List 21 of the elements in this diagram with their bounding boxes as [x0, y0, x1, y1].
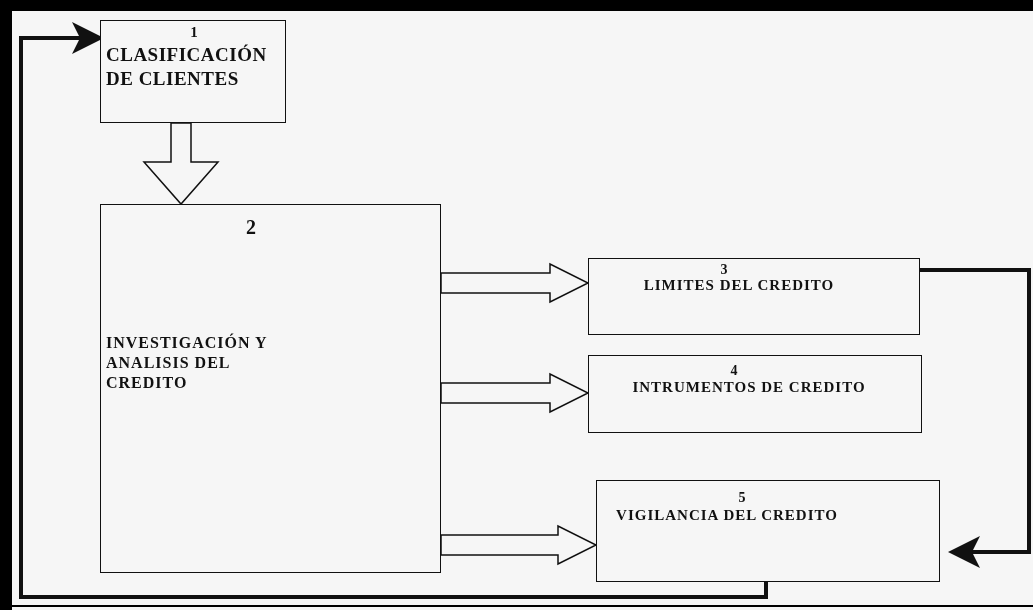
process-box — [100, 20, 286, 123]
step-number: 1 — [189, 23, 199, 42]
block-arrow — [440, 262, 590, 304]
step-number: 2 — [245, 215, 257, 240]
step-number: 4 — [729, 362, 739, 380]
process-box — [596, 480, 940, 582]
step-label: INTRUMENTOS DE CREDITO — [631, 378, 867, 397]
block-arrow — [440, 524, 598, 566]
process-box — [588, 258, 920, 335]
step-number: 5 — [737, 489, 747, 507]
step-number: 3 — [719, 261, 729, 279]
feedback-arrow — [19, 22, 768, 599]
block-arrow — [440, 372, 590, 414]
process-box — [588, 355, 922, 433]
step-label: LIMITES DEL CREDITO — [642, 276, 836, 295]
block-arrow — [142, 122, 220, 206]
process-box — [100, 204, 441, 573]
feedback-arrow — [920, 268, 1031, 568]
step-label: CLASIFICACIÓN DE CLIENTES — [106, 43, 268, 91]
step-label: INVESTIGACIÓN Y ANALISIS DEL CREDITO — [106, 333, 268, 393]
step-label: VIGILANCIA DEL CREDITO — [615, 506, 839, 525]
